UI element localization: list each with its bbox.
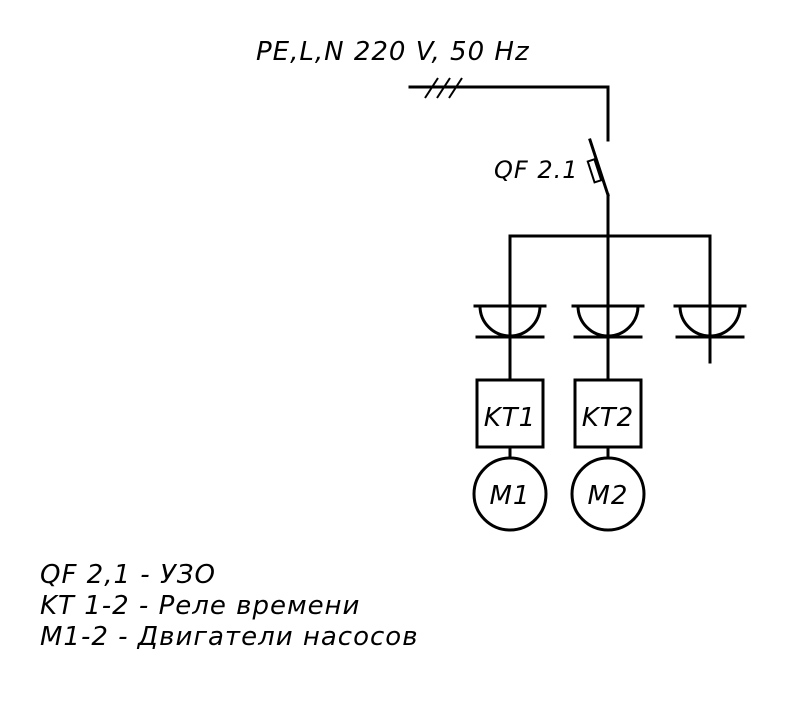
breaker-label: QF 2.1 [494, 156, 579, 184]
motor-label: M2 [588, 481, 629, 511]
distribution-bus [508, 234, 712, 382]
relay-label: KT1 [484, 403, 536, 433]
breaker-symbol [586, 138, 610, 238]
motor-m1 [472, 456, 548, 532]
socket-1 [473, 304, 547, 339]
legend-line: KT 1-2 - Реле времени [40, 591, 361, 621]
legend: QF 2,1 - УЗО KT 1-2 - Реле времени M1-2 … [40, 560, 419, 653]
phase-tick [424, 77, 439, 99]
legend-line: M1-2 - Двигатели насосов [40, 622, 419, 652]
supply-label: PE,L,N 220 V, 50 Hz [256, 37, 530, 67]
socket-3 [673, 304, 747, 339]
socket-2 [571, 304, 645, 339]
relay-kt1 [475, 378, 545, 460]
supply-line [408, 77, 610, 142]
phase-tick [448, 77, 463, 99]
relay-kt2 [573, 378, 643, 460]
motor-m2 [570, 456, 646, 532]
motor-label: M1 [490, 481, 531, 511]
phase-tick [436, 77, 451, 99]
relay-label: KT2 [582, 403, 634, 433]
legend-line: QF 2,1 - УЗО [40, 560, 216, 590]
